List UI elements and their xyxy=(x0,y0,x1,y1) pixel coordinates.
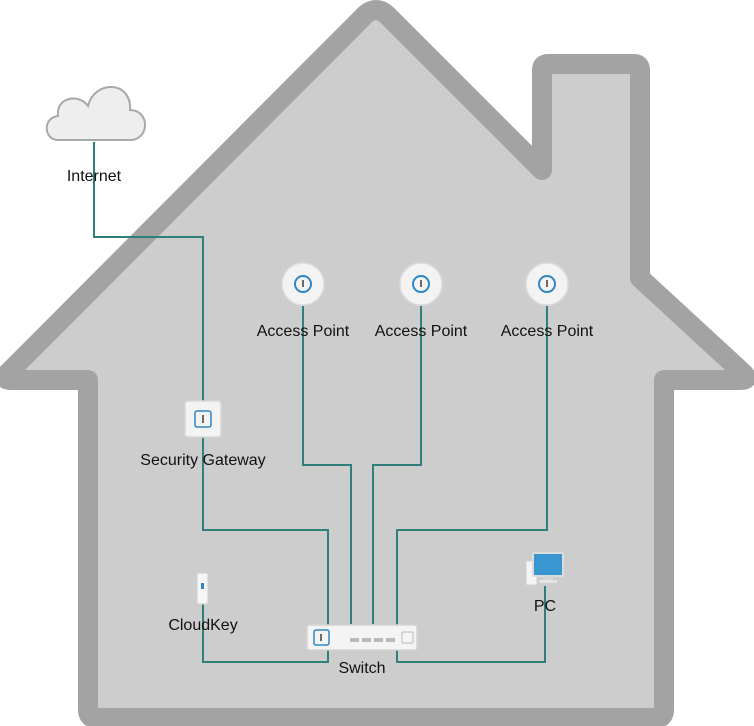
access-point-3: Access Point xyxy=(501,262,594,340)
cloud-icon xyxy=(45,86,146,141)
security-gateway-label: Security Gateway xyxy=(140,452,265,469)
wire-pc-switch xyxy=(396,586,546,663)
switch: Switch xyxy=(306,624,418,677)
wire-internet-gateway xyxy=(93,142,204,402)
internet-label: Internet xyxy=(67,168,122,185)
pc-icon xyxy=(532,552,564,577)
pc-label: PC xyxy=(534,598,556,615)
access-point-1-label: Access Point xyxy=(257,323,350,340)
wire-ap1-switch xyxy=(302,306,352,624)
cloudkey: CloudKey xyxy=(168,572,238,634)
switch-label: Switch xyxy=(338,660,385,677)
access-point-2-label: Access Point xyxy=(375,323,468,340)
internet-node: Internet xyxy=(45,86,146,185)
access-point-1: Access Point xyxy=(257,262,350,340)
wire-cloudkey-switch xyxy=(202,604,329,663)
access-point-3-label: Access Point xyxy=(501,323,594,340)
cloudkey-label: CloudKey xyxy=(168,617,237,634)
switch-icon xyxy=(306,624,418,651)
wire-ap3-switch xyxy=(396,306,548,636)
pc: PC xyxy=(525,552,564,615)
access-point-2: Access Point xyxy=(375,262,468,340)
wire-ap2-switch xyxy=(372,306,422,624)
wire-gateway-switch xyxy=(202,436,329,636)
security-gateway: Security Gateway xyxy=(140,400,266,469)
wires xyxy=(93,142,548,663)
